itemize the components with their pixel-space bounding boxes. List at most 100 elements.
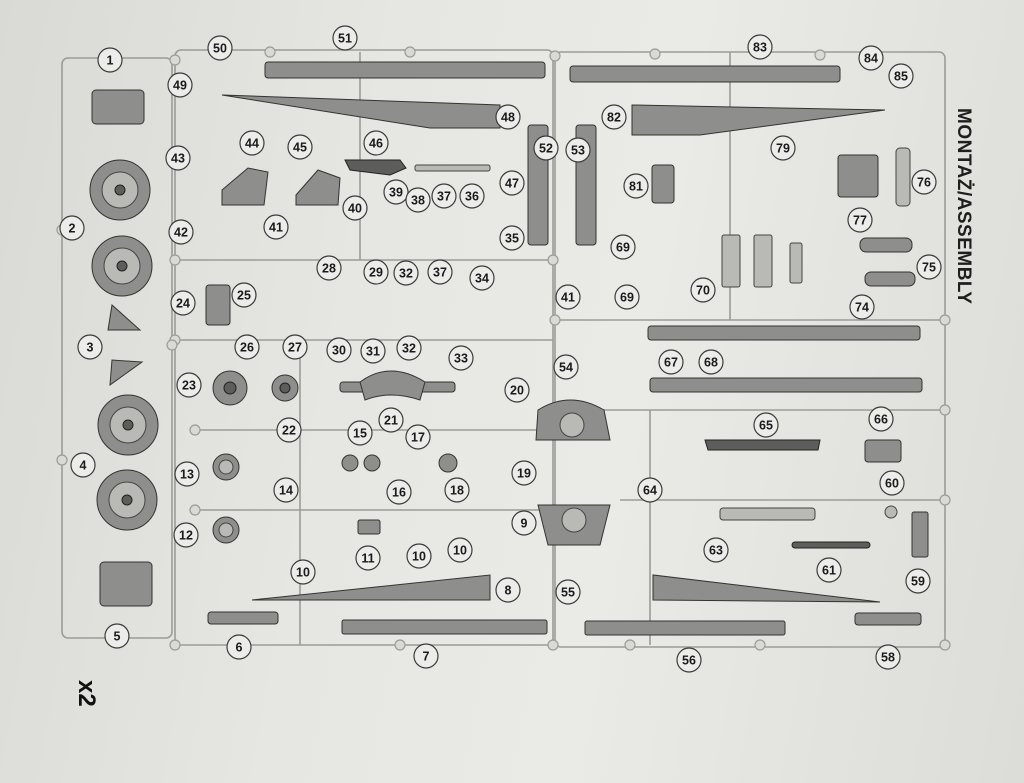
part-callout: 24 (170, 290, 196, 316)
callout-number: 43 (171, 152, 185, 166)
part-callout: 3 (77, 334, 103, 360)
callout-number: 40 (348, 202, 362, 216)
callout-circle (658, 349, 684, 375)
part-callout: 75 (916, 254, 942, 280)
callout-number: 13 (180, 468, 194, 482)
callout-circle (770, 135, 796, 161)
callout-number: 69 (620, 291, 634, 305)
callout-circle (332, 25, 358, 51)
callout-circle (698, 349, 724, 375)
part-callout: 30 (326, 337, 352, 363)
part-callout: 35 (499, 225, 525, 251)
part-callout: 38 (405, 187, 431, 213)
part-callout: 26 (234, 334, 260, 360)
callout-number: 66 (874, 413, 888, 427)
callout-number: 22 (282, 424, 296, 438)
callout-number: 32 (402, 342, 416, 356)
callout-number: 49 (173, 79, 187, 93)
callout-circle (174, 461, 200, 487)
part-callout: 81 (623, 173, 649, 199)
part-callout: 2 (59, 215, 85, 241)
part-callout: 46 (363, 130, 389, 156)
callout-number: 10 (453, 544, 467, 558)
part-callout: 55 (555, 579, 581, 605)
callout-circle (499, 225, 525, 251)
callout-circle (504, 377, 530, 403)
callout-circle (495, 104, 521, 130)
callout-number: 61 (822, 564, 836, 578)
callout-circle (905, 568, 931, 594)
callout-circle (676, 647, 702, 673)
part-callout: 63 (703, 537, 729, 563)
part-callout: 8 (495, 577, 521, 603)
part-callout: 58 (875, 644, 901, 670)
callout-number: 46 (369, 137, 383, 151)
callout-number: 21 (384, 414, 398, 428)
callout-number: 4 (80, 459, 87, 473)
callout-number: 50 (213, 42, 227, 56)
callout-number: 9 (521, 517, 528, 531)
callout-number: 70 (696, 284, 710, 298)
callout-circle (226, 634, 252, 660)
callout-circle (363, 130, 389, 156)
callout-number: 23 (182, 379, 196, 393)
part-callout: 61 (816, 557, 842, 583)
part-callout: 32 (396, 335, 422, 361)
callout-circle (879, 470, 905, 496)
callout-circle (393, 260, 419, 286)
callout-circle (273, 477, 299, 503)
callout-circle (753, 412, 779, 438)
callout-number: 36 (465, 190, 479, 204)
callout-circle (911, 169, 937, 195)
callout-number: 67 (664, 356, 678, 370)
callout-circle (614, 284, 640, 310)
callout-number: 56 (682, 654, 696, 668)
part-callout: 10 (290, 559, 316, 585)
callout-circle (290, 559, 316, 585)
part-callout: 23 (176, 372, 202, 398)
callout-circle (847, 207, 873, 233)
callout-number: 15 (353, 427, 367, 441)
callout-number: 41 (269, 221, 283, 235)
part-callout: 74 (849, 294, 875, 320)
callout-circle (858, 45, 884, 71)
part-callout: 44 (239, 130, 265, 156)
callout-circle (469, 265, 495, 291)
part-callout: 10 (406, 543, 432, 569)
callout-number: 79 (776, 142, 790, 156)
callout-number: 52 (539, 142, 553, 156)
part-callout: 37 (431, 183, 457, 209)
part-callout: 1 (97, 47, 123, 73)
callout-circle (495, 577, 521, 603)
callout-number: 59 (911, 575, 925, 589)
part-callout: 34 (469, 265, 495, 291)
part-callout: 21 (378, 407, 404, 433)
callout-number: 74 (855, 301, 869, 315)
part-callout: 85 (888, 63, 914, 89)
callout-number: 69 (616, 241, 630, 255)
callout-number: 58 (881, 651, 895, 665)
callout-circle (59, 215, 85, 241)
callout-circle (363, 259, 389, 285)
part-callout: 67 (658, 349, 684, 375)
callout-number: 29 (369, 266, 383, 280)
part-callout: 28 (316, 255, 342, 281)
callout-circle (316, 255, 342, 281)
part-callout: 43 (165, 145, 191, 171)
part-callout: 18 (444, 477, 470, 503)
callout-number: 2 (69, 222, 76, 236)
part-callout: 64 (637, 477, 663, 503)
part-callout: 51 (332, 25, 358, 51)
callout-circle (342, 195, 368, 221)
part-callout: 50 (207, 35, 233, 61)
part-callout: 45 (287, 134, 313, 160)
callout-number: 75 (922, 261, 936, 275)
part-callout: 70 (690, 277, 716, 303)
part-callout: 29 (363, 259, 389, 285)
part-callout: 9 (511, 510, 537, 536)
part-callout: 37 (427, 259, 453, 285)
callout-circle (173, 522, 199, 548)
part-callout: 27 (282, 334, 308, 360)
